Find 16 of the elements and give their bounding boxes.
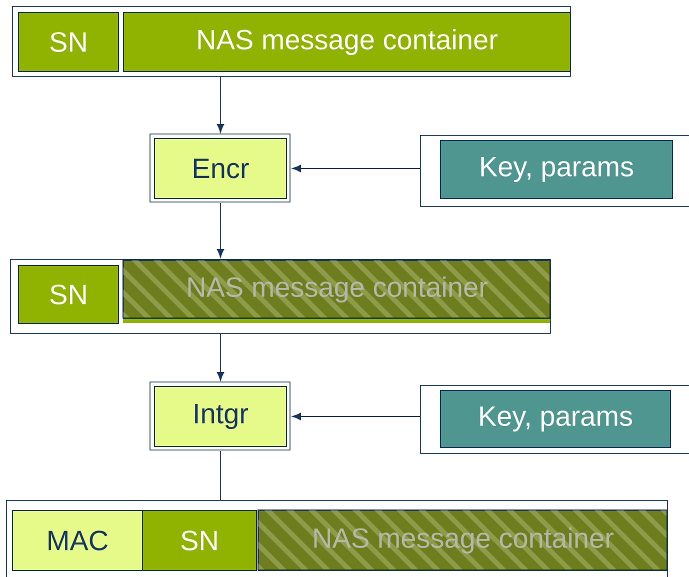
arrow xyxy=(292,164,420,172)
arrow xyxy=(292,412,420,420)
arrow xyxy=(216,333,224,381)
header-field: SN xyxy=(18,265,119,324)
payload-field: NAS message container xyxy=(123,12,571,72)
encrypted-field: NAS message container xyxy=(258,510,668,571)
function-box: Intgr xyxy=(150,382,290,450)
header-field: SN xyxy=(142,510,257,571)
arrow xyxy=(216,202,224,258)
mac-field: MAC xyxy=(12,510,143,571)
key-box: Key, params xyxy=(440,390,671,448)
function-box: Encr xyxy=(150,134,290,202)
arrow xyxy=(216,76,224,133)
encrypted-field: NAS message container xyxy=(122,260,551,323)
key-box: Key, params xyxy=(440,140,673,199)
header-field: SN xyxy=(18,12,119,72)
